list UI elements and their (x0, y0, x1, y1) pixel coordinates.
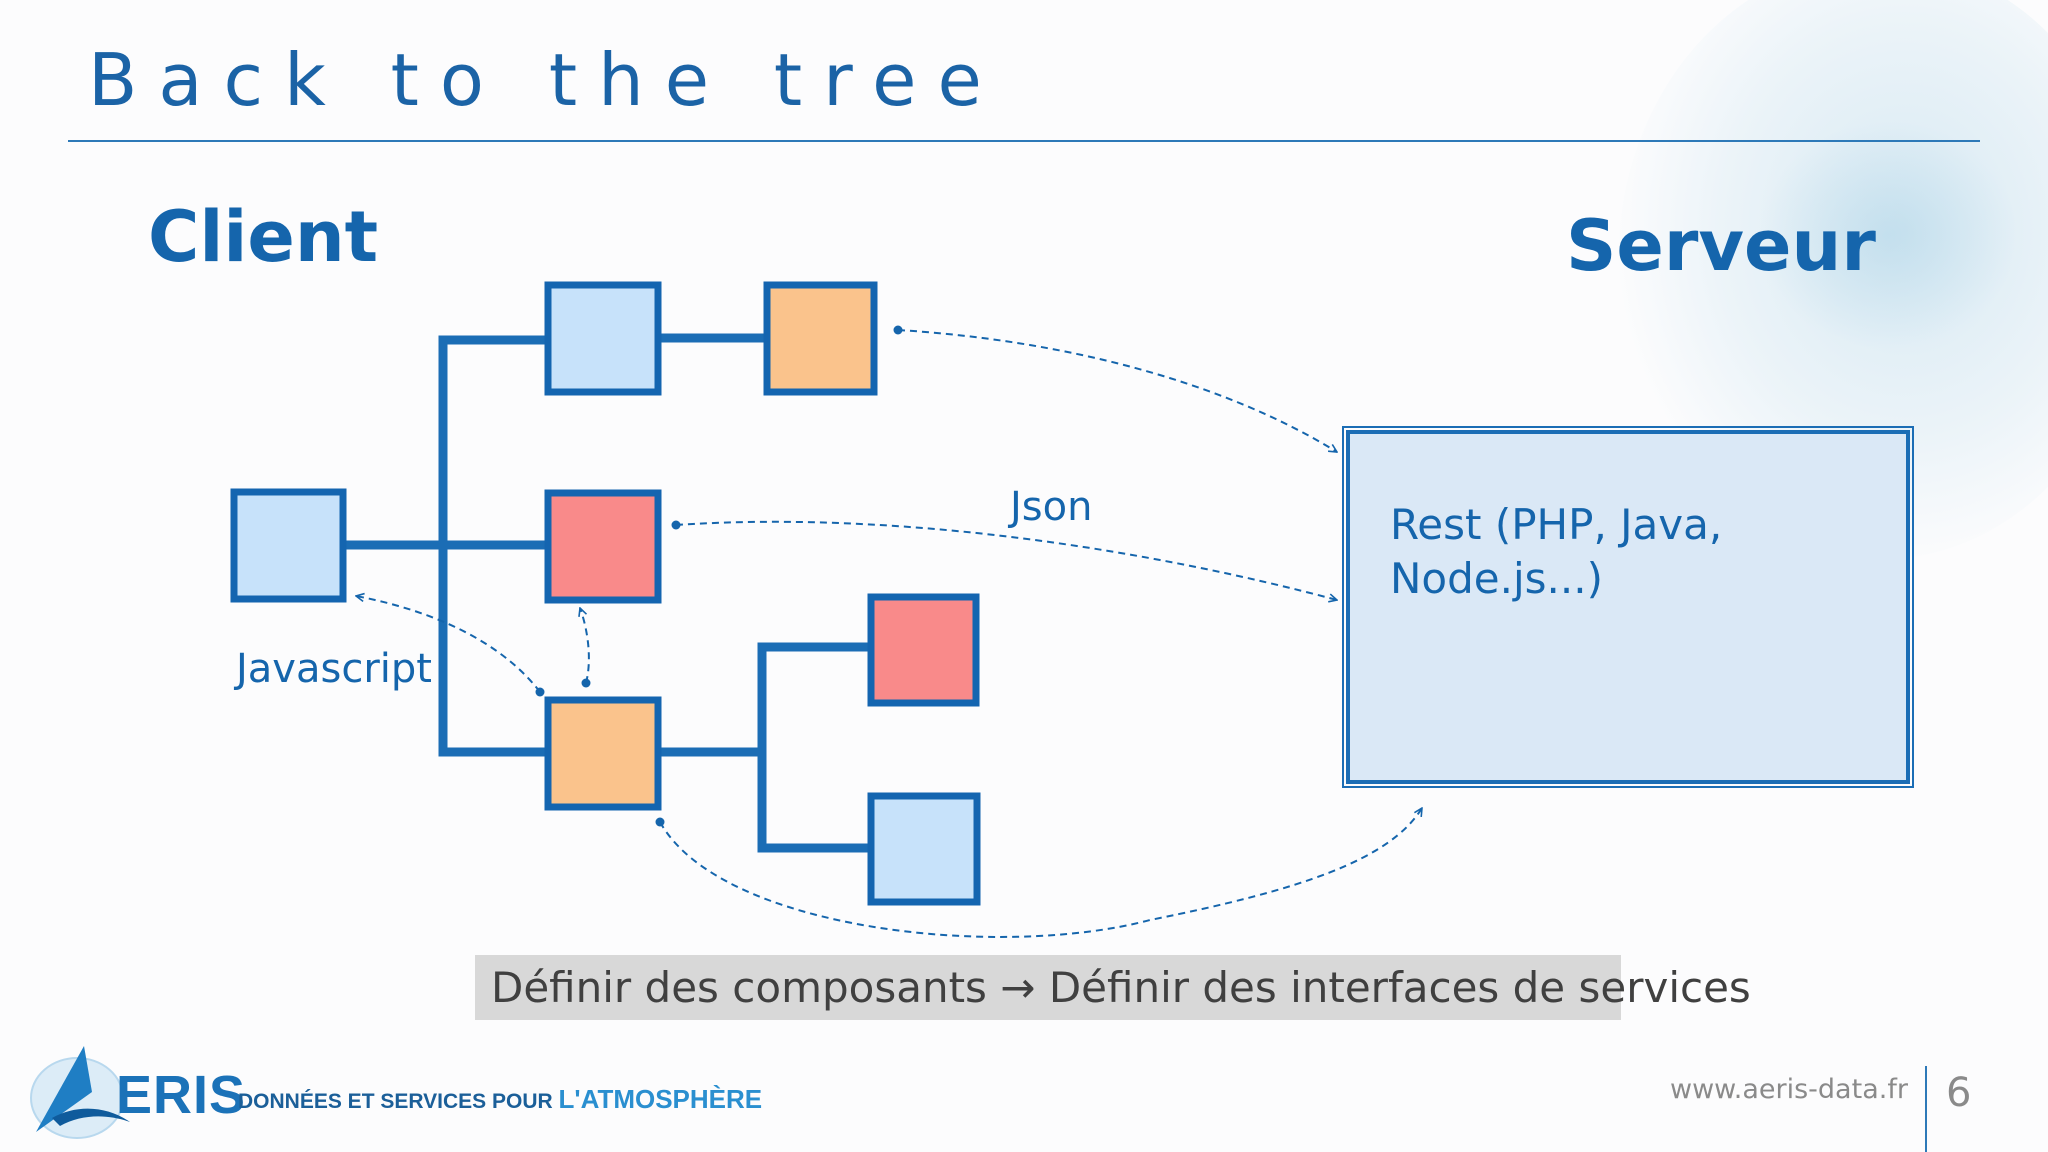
server-box (1346, 430, 1910, 784)
node-root (230, 488, 347, 603)
json-label: Json (1010, 484, 1093, 530)
tagline-text: DONNÉES ET SERVICES POUR (238, 1090, 559, 1113)
javascript-label: Javascript (236, 646, 432, 692)
server-heading: Serveur (1566, 205, 1876, 287)
node-middle (544, 489, 662, 604)
arrow-bottom-to-middle (580, 608, 590, 684)
server-box-outline (1342, 426, 1914, 788)
tagline-accent: L'ATMOSPHÈRE (558, 1084, 763, 1114)
connector-trunk (438, 335, 548, 757)
node-top-right (763, 281, 878, 396)
communication-arrows (356, 329, 1422, 938)
caption-banner: Définir des composants → Définir des int… (475, 955, 1751, 1020)
arrow-bottom-to-server (659, 808, 1422, 938)
slide-title: Back to the tree (88, 38, 1003, 122)
server-technologies-line1: Rest (PHP, Java, (1390, 500, 1723, 549)
title-divider (68, 140, 1980, 142)
footer-url[interactable]: www.aeris-data.fr (1670, 1074, 1908, 1105)
footer-divider (1925, 1066, 1927, 1152)
aeris-logo-icon (30, 1046, 130, 1139)
tree-connectors (343, 333, 871, 853)
arrow-origins (535, 325, 903, 827)
brand-name: ERIS (116, 1065, 247, 1125)
node-top-left (544, 281, 662, 396)
arrow-bottom-to-root (356, 596, 541, 693)
node-child-lower (867, 792, 981, 906)
arrow-top-to-server (897, 329, 1337, 452)
caption-text: Définir des composants → Définir des int… (491, 963, 1751, 1012)
page-number: 6 (1946, 1070, 1972, 1116)
arrow-middle-to-server (675, 520, 1337, 600)
background-globe-detail (1758, 120, 2018, 350)
server-technologies-line2: Node.js...) (1390, 554, 1603, 603)
client-heading: Client (148, 196, 379, 278)
node-bottom (544, 696, 662, 811)
brand-tagline: DONNÉES ET SERVICES POUR L'ATMOSPHÈRE (238, 1084, 762, 1115)
node-child-upper (867, 593, 980, 707)
server-box-text: Rest (PHP, Java, Node.js...) (1390, 498, 1722, 606)
connector-bottom-children (757, 642, 871, 853)
